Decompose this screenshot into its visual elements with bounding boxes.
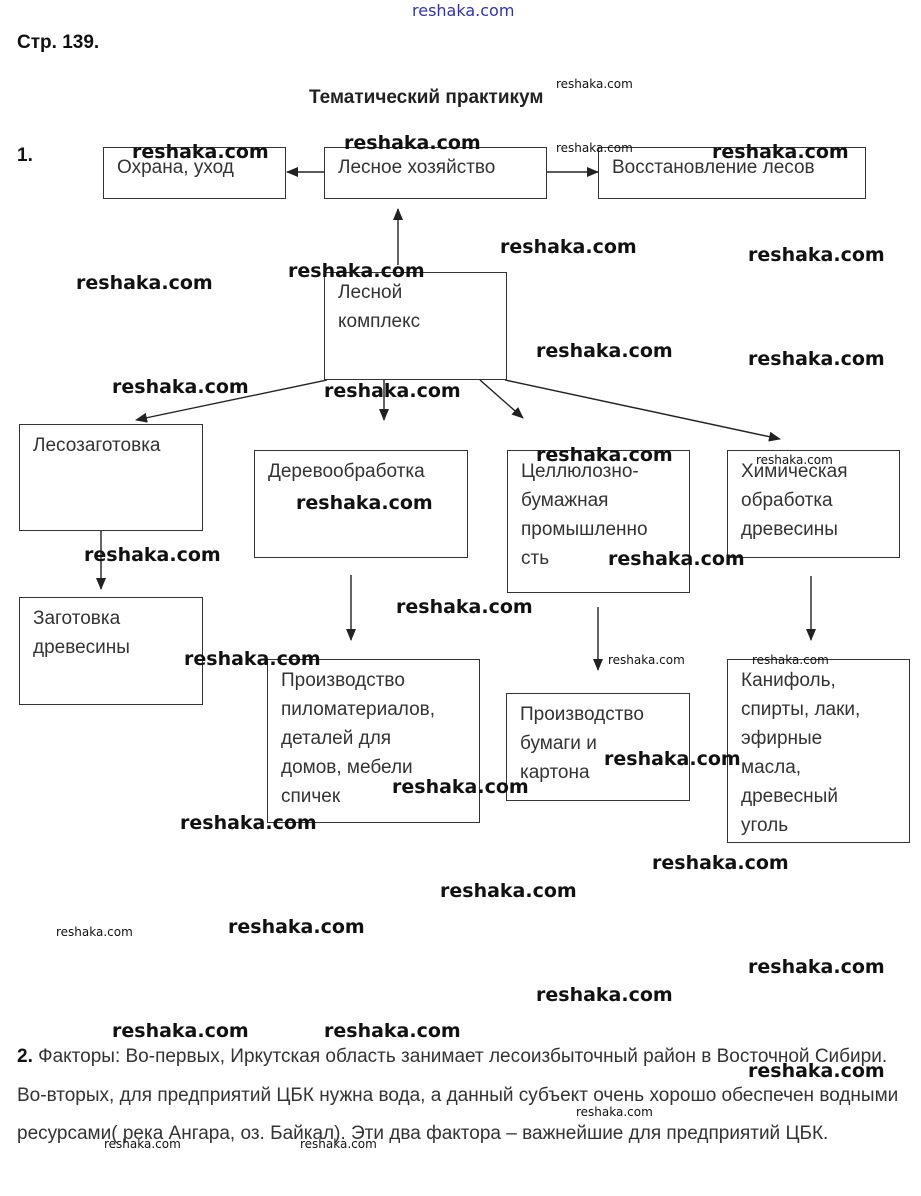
watermark: reshaka.com (324, 380, 461, 402)
box-rosin-products: Канифоль, спирты, лаки, эфирные масла, д… (727, 659, 910, 843)
box-paper-production: Производство бумаги и картона (506, 693, 690, 801)
watermark: reshaka.com (652, 852, 789, 874)
watermark: reshaka.com (712, 141, 849, 163)
arrow-complex-to-pulp (479, 379, 524, 419)
box-logging: Лесозаготовка (19, 424, 203, 531)
watermark-small: reshaka.com (752, 653, 829, 667)
watermark: reshaka.com (440, 880, 577, 902)
watermark: reshaka.com (324, 1020, 461, 1042)
watermark: reshaka.com (536, 340, 673, 362)
watermark: reshaka.com (748, 244, 885, 266)
watermark: reshaka.com (112, 376, 249, 398)
watermark-small: reshaka.com (756, 453, 833, 467)
watermark: reshaka.com (748, 348, 885, 370)
box-restoration: Восстановление лесов (598, 147, 866, 199)
page-header: Стр. 139. (17, 32, 100, 53)
task-1-number: 1. (17, 145, 33, 166)
watermark-small: reshaka.com (104, 1137, 181, 1151)
page-title: Тематический практикум (309, 87, 544, 108)
watermark: reshaka.com (536, 444, 673, 466)
box-lumber-production: Производство пиломатериалов, деталей для… (267, 659, 480, 823)
watermark: reshaka.com (76, 272, 213, 294)
watermark-small: reshaka.com (556, 77, 633, 91)
box-protection: Охрана, уход (103, 147, 286, 199)
watermark: reshaka.com (500, 236, 637, 258)
box-forest-complex: Лесной комплекс (324, 272, 507, 380)
box-forestry: Лесное хозяйство (324, 147, 547, 199)
watermark: reshaka.com (84, 544, 221, 566)
watermark: reshaka.com (748, 1060, 885, 1082)
task-2-paragraph: 2. Факторы: Во-первых, Иркутская область… (17, 1038, 907, 1154)
watermark-small: reshaka.com (300, 1137, 377, 1151)
watermark: reshaka.com (288, 260, 425, 282)
watermark: reshaka.com (536, 984, 673, 1006)
watermark: reshaka.com (184, 648, 321, 670)
watermark: reshaka.com (392, 776, 529, 798)
watermark: reshaka.com (296, 492, 433, 514)
box-pulp-paper: Целлюлозно- бумажная промышленно сть (507, 450, 690, 593)
box-timber-harvest: Заготовка древесины (19, 597, 203, 705)
watermark-top: reshaka.com (412, 1, 515, 20)
watermark: reshaka.com (132, 141, 269, 163)
watermark: reshaka.com (604, 748, 741, 770)
watermark-small: reshaka.com (56, 925, 133, 939)
arrow-complex-to-logging (135, 379, 328, 423)
watermark: reshaka.com (112, 1020, 249, 1042)
watermark: reshaka.com (748, 956, 885, 978)
watermark: reshaka.com (608, 548, 745, 570)
task-2-text: Факторы: Во-первых, Иркутская область за… (17, 1046, 899, 1144)
watermark-small: reshaka.com (556, 141, 633, 155)
watermark: reshaka.com (396, 596, 533, 618)
task-2-number: 2. (17, 1046, 33, 1067)
watermark-small: reshaka.com (608, 653, 685, 667)
watermark: reshaka.com (180, 812, 317, 834)
watermark: reshaka.com (228, 916, 365, 938)
arrow-complex-to-chemical (504, 379, 781, 442)
box-chemical: Химическая обработка древесины (727, 450, 900, 558)
watermark-small: reshaka.com (576, 1105, 653, 1119)
watermark: reshaka.com (344, 132, 481, 154)
box-woodworking: Деревообработка (254, 450, 468, 558)
